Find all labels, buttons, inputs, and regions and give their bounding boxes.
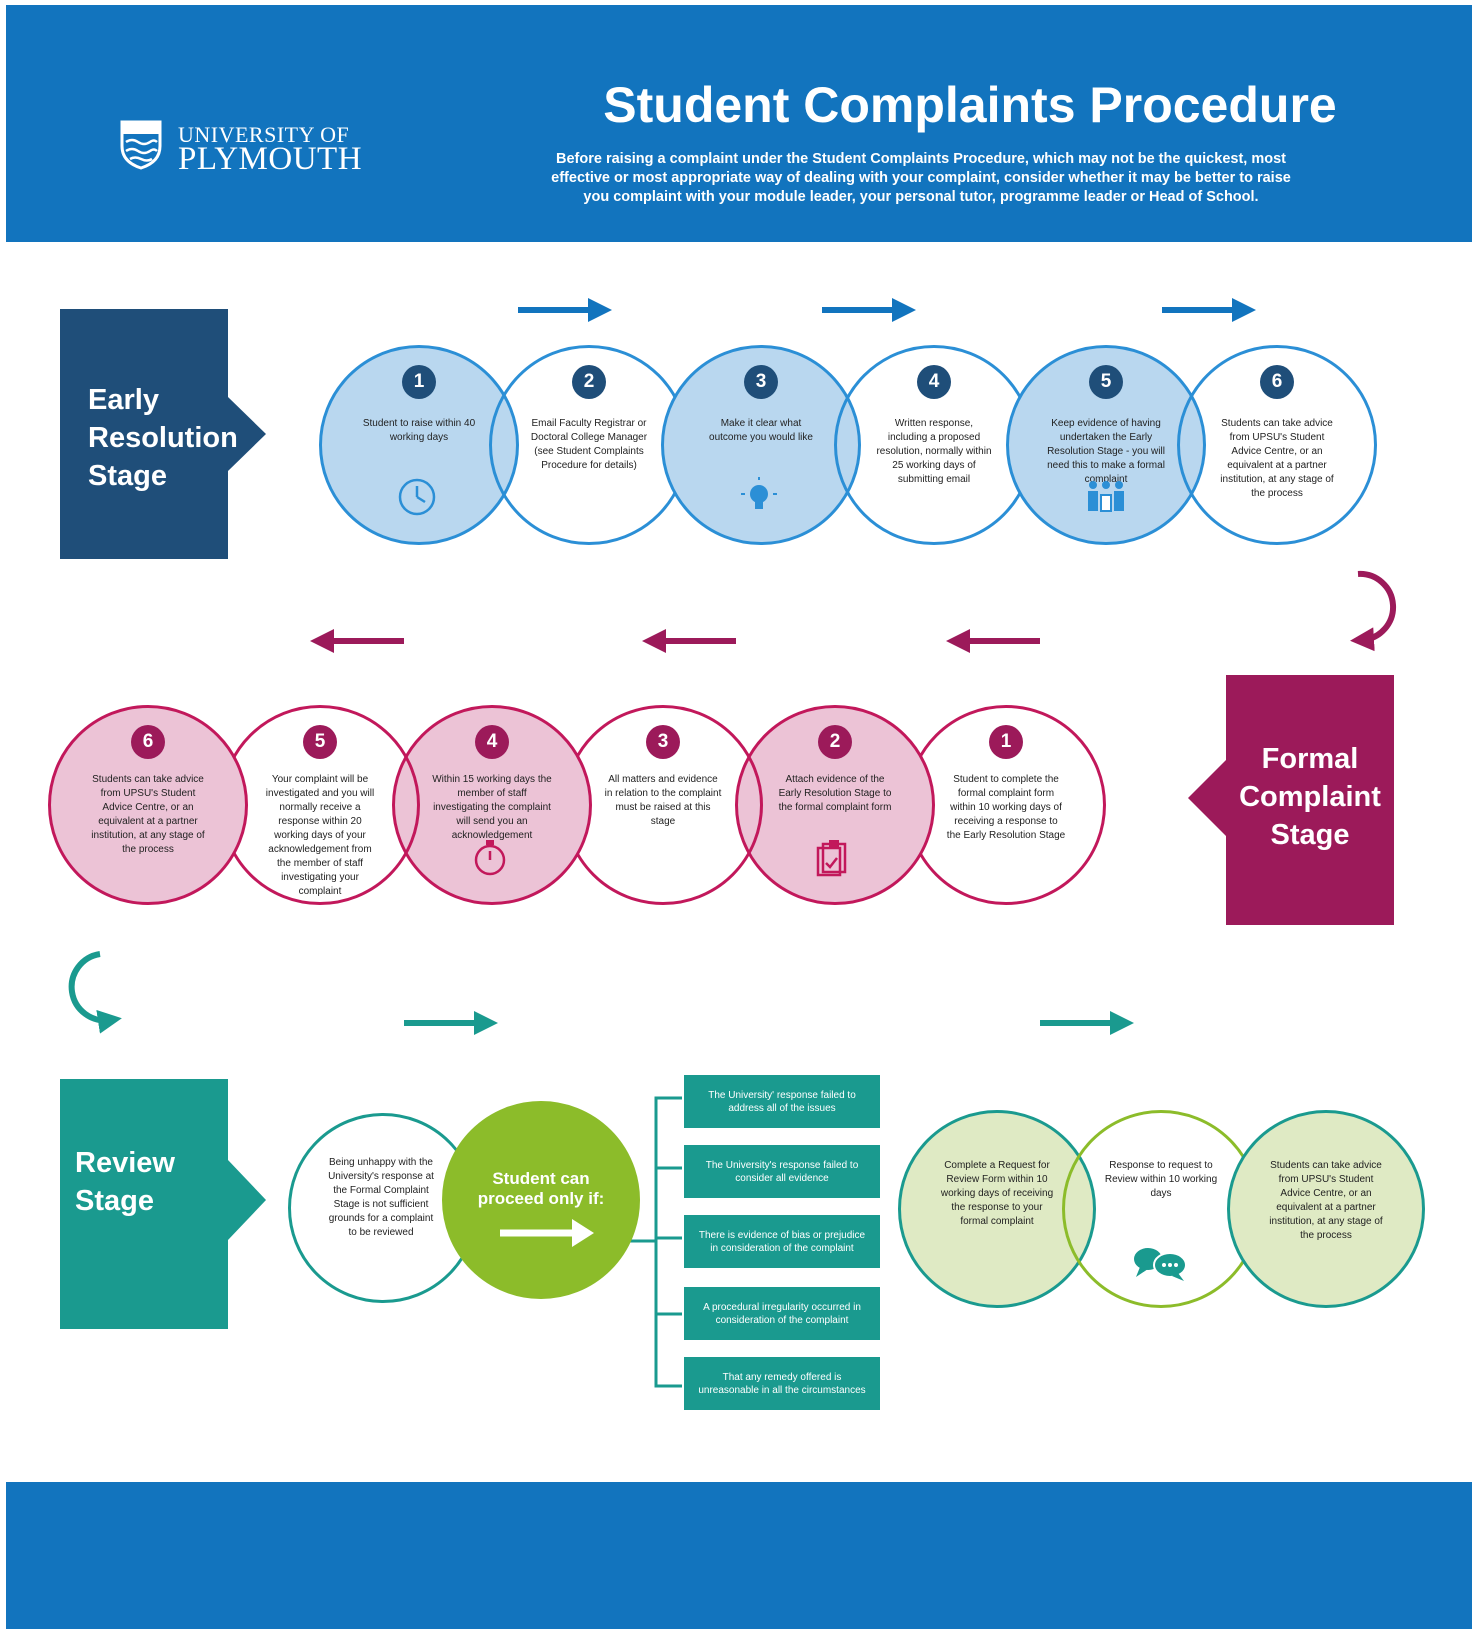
formal-step-text: Attach evidence of the Early Resolution …	[778, 774, 892, 813]
early-step-number: 4	[917, 365, 951, 399]
review-step-text: Complete a Request for Review Form withi…	[940, 1160, 1054, 1227]
proceed-text: Student can proceed only if:	[477, 1169, 605, 1208]
logo-line-1: UNIVERSITY OF	[178, 122, 350, 147]
university-logo: UNIVERSITY OF PLYMOUTH	[178, 122, 363, 177]
review-condition: The University' response failed to addre…	[684, 1075, 880, 1128]
formal-complaint-stage-label: Formal Complaint Stage	[1226, 675, 1394, 925]
formal-step-number: 5	[303, 725, 337, 759]
review-condition: A procedural irregularity occurred in co…	[684, 1287, 880, 1340]
formal-step-number: 1	[989, 725, 1023, 759]
formal-step-text: All matters and evidence in relation to …	[604, 774, 722, 827]
review-condition: There is evidence of bias or prejudice i…	[684, 1215, 880, 1268]
page-title: Student Complaints Procedure	[603, 77, 1337, 133]
early-step-text: Student to raise within 40 working days	[362, 418, 476, 443]
early-step-number: 5	[1089, 365, 1123, 399]
review-step-3-circle	[1227, 1110, 1425, 1308]
curved-arrow	[68, 951, 122, 1034]
review-condition: That any remedy offered is unreasonable …	[684, 1357, 880, 1410]
early-step-number: 3	[744, 365, 778, 399]
meeting-icon	[1084, 477, 1128, 517]
stage-pointer	[228, 1160, 266, 1240]
clipboard-icon	[813, 837, 857, 877]
formal-step-number: 2	[818, 725, 852, 759]
review-stage-label: Review Stage	[60, 1079, 228, 1329]
early-step-text: Written response, including a proposed r…	[876, 418, 992, 485]
formal-step-text: Student to complete the formal complaint…	[946, 774, 1066, 841]
university-crest-icon	[120, 120, 162, 170]
formal-step-text: Your complaint will be investigated and …	[265, 774, 375, 897]
page-subtitle: Before raising a complaint under the Stu…	[551, 151, 1291, 205]
review-intro-text: Being unhappy with the University's resp…	[328, 1157, 434, 1238]
early-step-text: Keep evidence of having undertaken the E…	[1047, 418, 1165, 485]
early-step-text: Students can take advice from UPSU's Stu…	[1220, 418, 1334, 499]
early-step-number: 2	[572, 365, 606, 399]
early-step-number: 1	[402, 365, 436, 399]
proceed-circle	[442, 1101, 640, 1299]
formal-step-text: Within 15 working days the member of sta…	[432, 774, 552, 841]
formal-step-number: 4	[475, 725, 509, 759]
clock-icon	[397, 477, 441, 517]
lightbulb-icon	[739, 477, 783, 517]
header-banner	[6, 5, 1472, 242]
condition-bracket	[630, 1096, 682, 1388]
early-step-6-circle	[1177, 345, 1377, 545]
footer-banner	[6, 1482, 1472, 1629]
review-step-text: Students can take advice from UPSU's Stu…	[1269, 1160, 1383, 1241]
stage-pointer	[228, 397, 266, 471]
stopwatch-icon	[470, 837, 514, 877]
review-step-text: Response to request to Review within 10 …	[1104, 1160, 1218, 1199]
formal-step-number: 6	[131, 725, 165, 759]
curved-arrow	[1350, 570, 1396, 652]
early-resolution-stage-label: Early Resolution Stage	[60, 309, 238, 559]
speech-bubbles-icon	[1130, 1243, 1190, 1283]
early-step-number: 6	[1260, 365, 1294, 399]
formal-step-text: Students can take advice from UPSU's Stu…	[91, 774, 205, 855]
formal-step-number: 3	[646, 725, 680, 759]
review-condition: The University's response failed to cons…	[684, 1145, 880, 1198]
early-step-text: Email Faculty Registrar or Doctoral Coll…	[530, 418, 648, 471]
early-step-5-circle	[1006, 345, 1206, 545]
logo-line-2: PLYMOUTH	[178, 141, 363, 177]
early-step-text: Make it clear what outcome you would lik…	[709, 418, 813, 443]
stage-pointer	[1188, 760, 1226, 836]
